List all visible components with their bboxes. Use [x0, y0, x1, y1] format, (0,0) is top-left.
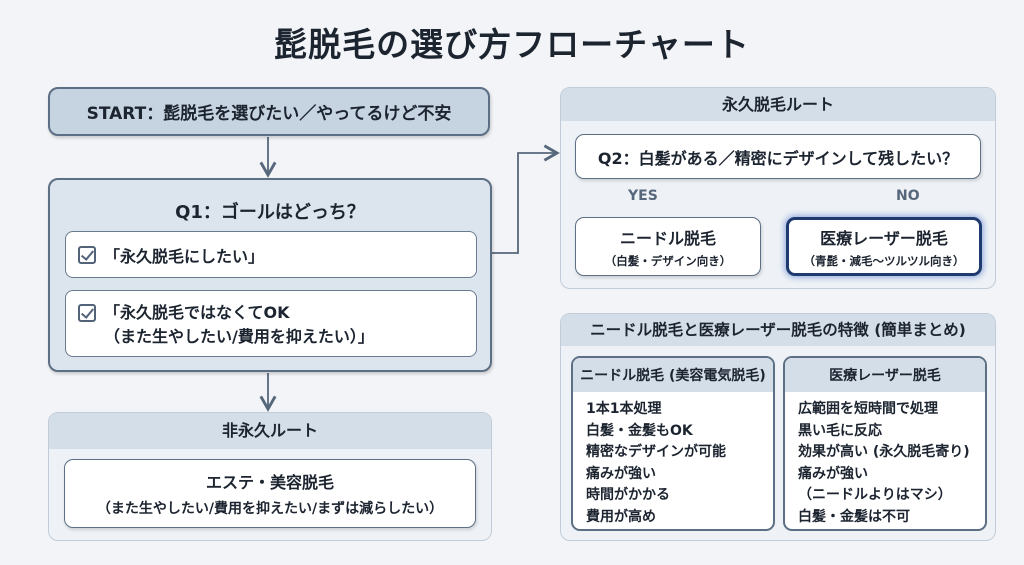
feature-list: 広範囲を短時間で処理 黒い毛に反応 効果が高い (永久脱毛寄り) 痛みが強い （… — [785, 392, 985, 528]
needle-summary: ニードル脱毛 (美容電気脱毛) 1本1本処理 白髪・金髪もOK 精密なデザインが… — [571, 356, 775, 531]
panel-header: ニードル脱毛と医療レーザー脱毛の特徴 (簡単まとめ) — [561, 314, 995, 346]
q1-option-permanent[interactable]: 「永久脱毛にしたい」 — [65, 231, 477, 278]
option-label: 「永久脱毛ではなくてOK（また生やしたい/費用を抑えたい）」 — [104, 303, 374, 346]
column-title: 医療レーザー脱毛 — [785, 358, 985, 392]
non-permanent-route-panel: 非永久ルート エステ・美容脱毛 （また生やしたい/費用を抑えたい/まずは減らした… — [48, 412, 492, 541]
column-title: ニードル脱毛 (美容電気脱毛) — [573, 358, 773, 392]
feature-item: 痛みが強い — [586, 465, 656, 482]
option-label: 「永久脱毛にしたい」 — [104, 246, 265, 266]
checkbox-icon — [78, 245, 96, 264]
feature-item: 白髪・金髪は不可 — [798, 508, 910, 525]
yes-label: YES — [628, 188, 658, 204]
q1-node: Q1：ゴールはどっち？ 「永久脱毛にしたい」 「永久脱毛ではなくてOK（また生や… — [48, 178, 492, 372]
feature-list: 1本1本処理 白髪・金髪もOK 精密なデザインが可能 痛みが強い 時間がかかる … — [573, 392, 773, 528]
page-title: 髭脱毛の選び方フローチャート — [274, 25, 750, 64]
feature-item: 精密なデザインが可能 — [586, 444, 726, 460]
panel-header: 永久脱毛ルート — [561, 88, 995, 121]
feature-item: 痛みが強い — [798, 465, 868, 482]
laser-summary: 医療レーザー脱毛 広範囲を短時間で処理 黒い毛に反応 効果が高い (永久脱毛寄り… — [783, 356, 987, 531]
result-sub: （青髭・減毛〜ツルツル向き） — [803, 253, 965, 268]
checkbox-icon — [78, 304, 96, 322]
summary-panel: ニードル脱毛と医療レーザー脱毛の特徴 (簡単まとめ) ニードル脱毛 (美容電気脱… — [560, 313, 996, 541]
needle-result: ニードル脱毛 （白髪・デザイン向き） — [575, 217, 761, 276]
feature-item: 黒い毛に反応 — [798, 422, 882, 439]
feature-item: 時間がかかる — [586, 487, 670, 503]
no-label: NO — [896, 188, 920, 204]
start-node: START：髭脱毛を選びたい／やってるけど不安 — [48, 87, 490, 136]
laser-result-highlighted: 医療レーザー脱毛 （青髭・減毛〜ツルツル向き） — [786, 217, 982, 276]
permanent-route-panel: 永久脱毛ルート Q2：白髪がある／精密にデザインして残したい？ YES NO ニ… — [560, 87, 996, 289]
q1-question: Q1：ゴールはどっち？ — [175, 202, 365, 223]
feature-item: （ニードルよりはマシ） — [798, 487, 952, 503]
result-sub: （白髪・デザイン向き） — [604, 253, 732, 268]
panel-header: 非永久ルート — [49, 413, 491, 449]
feature-item: 広範囲を短時間で処理 — [798, 401, 938, 417]
feature-item: 費用が高め — [586, 508, 656, 525]
arrow-q1-permanent — [476, 144, 560, 254]
feature-item: 白髪・金髪もOK — [586, 422, 693, 439]
feature-item: 1本1本処理 — [586, 401, 662, 417]
q2-node: Q2：白髪がある／精密にデザインして残したい？ — [575, 134, 981, 179]
result-title: ニードル脱毛 — [619, 228, 716, 248]
result-title: エステ・美容脱毛 — [205, 473, 334, 492]
result-sub: （また生やしたい/費用を抑えたい/まずは減らしたい） — [96, 501, 444, 517]
feature-item: 効果が高い (永久脱毛寄り) — [798, 444, 970, 460]
result-title: 医療レーザー脱毛 — [820, 228, 948, 248]
esthetic-result: エステ・美容脱毛 （また生やしたい/費用を抑えたい/まずは減らしたい） — [64, 459, 476, 528]
q1-option-nonpermanent[interactable]: 「永久脱毛ではなくてOK（また生やしたい/費用を抑えたい）」 — [65, 290, 477, 357]
